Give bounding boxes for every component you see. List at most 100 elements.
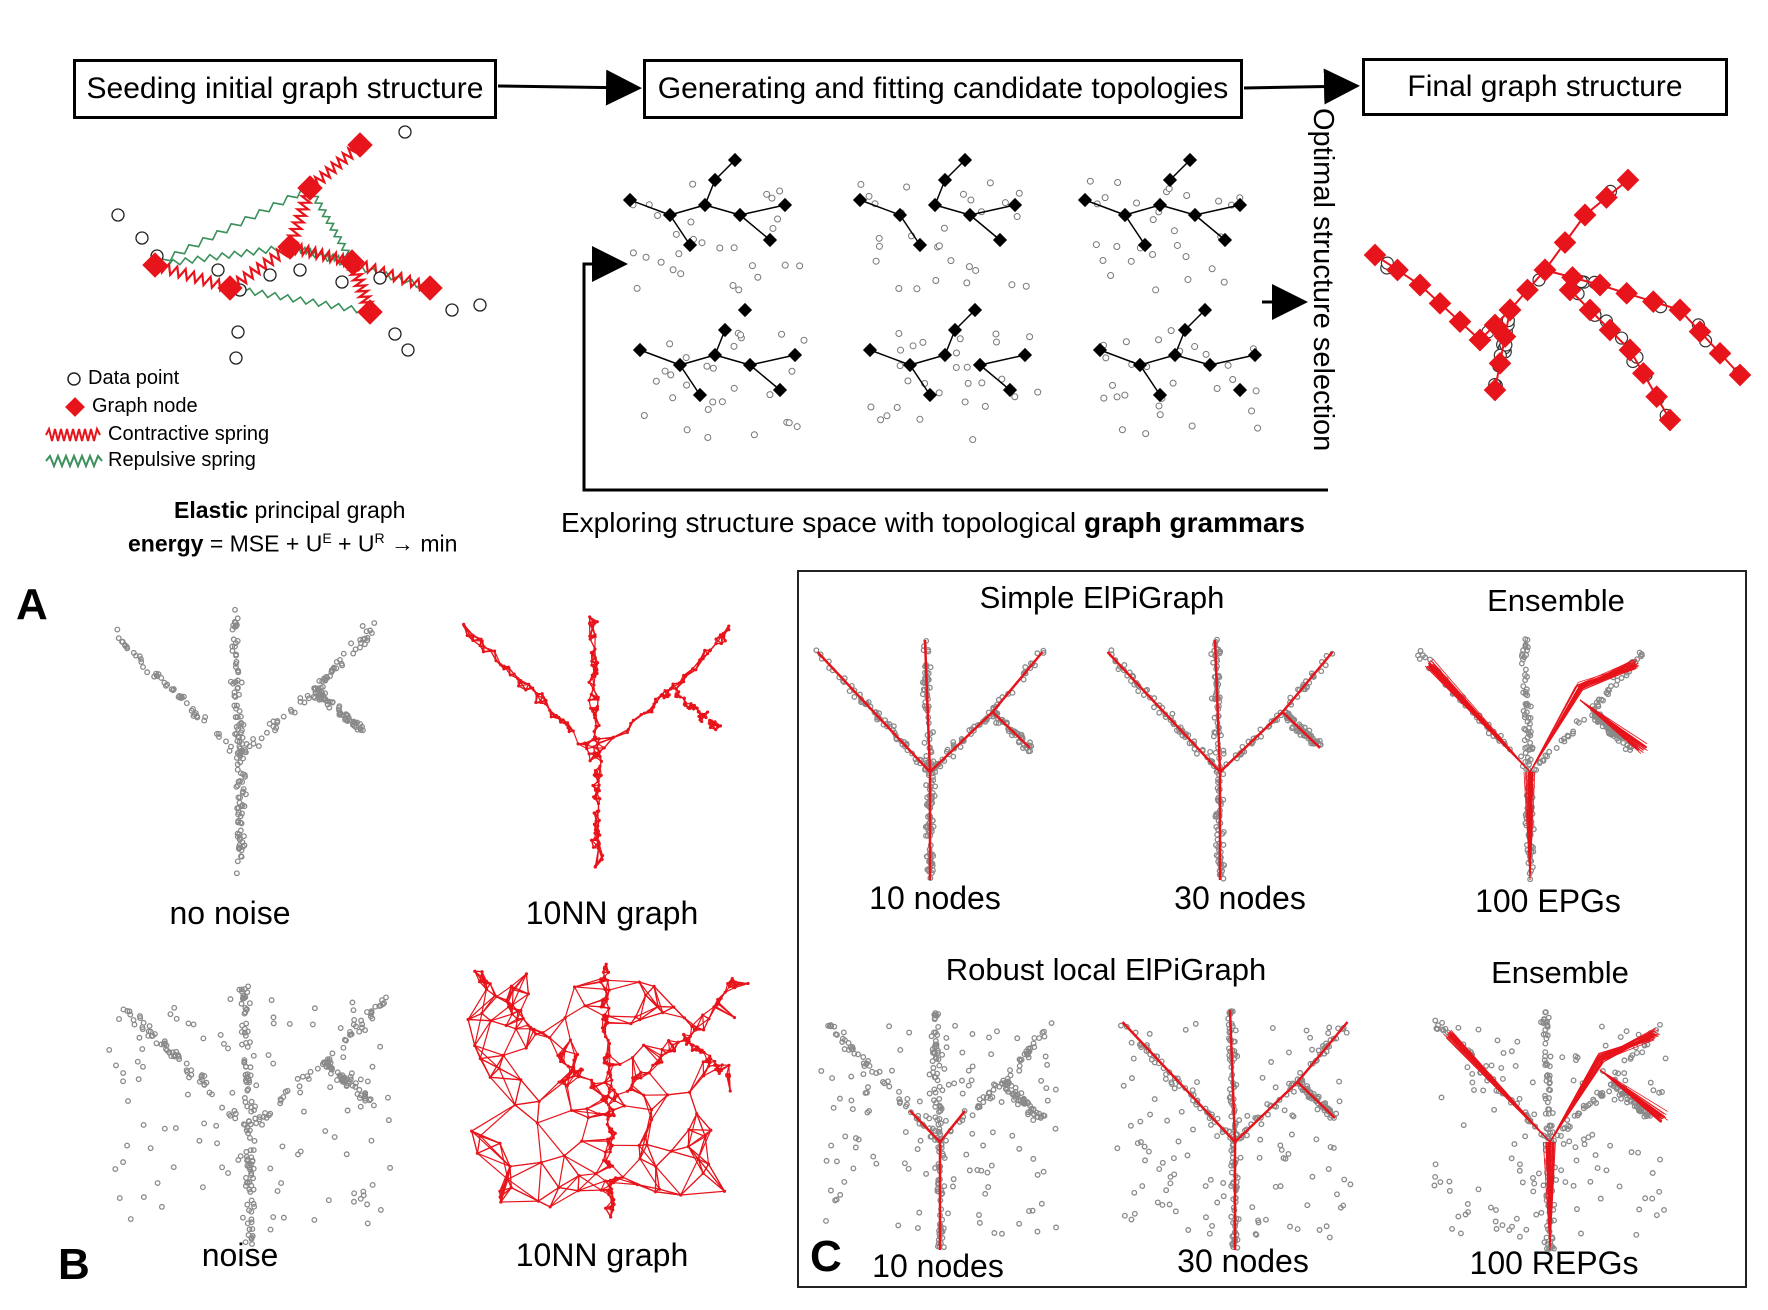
energy-bold-elastic: Elastic	[174, 497, 249, 523]
knn-edge	[549, 1175, 580, 1208]
data-point	[253, 1120, 260, 1127]
data-point	[232, 664, 239, 670]
data-point	[1108, 381, 1116, 389]
graph-edge	[629, 199, 671, 216]
knn-edge	[689, 1061, 704, 1093]
contractive-spring-icon	[45, 425, 101, 441]
data-point	[238, 853, 244, 860]
graph-vertex	[593, 713, 598, 718]
graph-vertex	[703, 648, 707, 652]
data-point	[125, 1098, 131, 1105]
knn-edge	[608, 1015, 632, 1025]
graph-vertex	[518, 680, 523, 684]
knn-edge	[537, 1187, 560, 1202]
knn-edge	[474, 1045, 491, 1078]
data-point	[153, 1040, 160, 1047]
data-point	[228, 743, 234, 750]
graph-vertex	[596, 829, 601, 833]
data-point	[1008, 281, 1016, 289]
knn-edge	[489, 1055, 504, 1078]
data-point	[183, 1060, 190, 1067]
data-point	[1173, 241, 1181, 249]
knn-edge	[604, 1142, 609, 1153]
graph-vertex	[674, 692, 678, 696]
arrow-step2-step3	[1243, 68, 1360, 105]
energy-sup-r: R	[374, 530, 385, 546]
knn-edge	[639, 1006, 659, 1021]
graph-node	[417, 275, 443, 301]
knn-edge	[600, 1180, 606, 1191]
knn-edge	[695, 658, 704, 671]
graph-edge	[899, 214, 921, 246]
data-point	[119, 638, 125, 645]
data-point	[270, 1214, 277, 1221]
knn-edge	[639, 981, 655, 987]
graph-node	[902, 357, 918, 373]
knn-edge	[631, 1084, 645, 1096]
graph-vertex	[568, 726, 572, 730]
data-point	[236, 844, 242, 851]
knn-edge	[689, 1092, 698, 1114]
data-point	[148, 1033, 155, 1039]
knn-edge	[525, 1027, 532, 1049]
data-point	[364, 1220, 371, 1227]
knn-edge	[500, 1179, 509, 1203]
graph-vertex	[648, 710, 652, 714]
data-point	[238, 803, 245, 810]
graph-grammars-prefix: Exploring structure space with topologic…	[561, 507, 1084, 538]
data-point	[140, 1063, 146, 1070]
data-point	[1113, 243, 1121, 251]
graph-node	[922, 387, 938, 403]
data-point	[640, 411, 648, 419]
knn-edge	[646, 1144, 672, 1152]
graph-vertex	[608, 1178, 613, 1182]
graph-node	[892, 207, 908, 223]
data-point	[358, 1017, 365, 1024]
knn-edge	[574, 986, 605, 990]
knn-edge	[639, 1012, 663, 1021]
graph-vertex	[691, 667, 695, 671]
knn-edge	[638, 1135, 647, 1146]
knn-edge	[537, 1109, 572, 1124]
graph-vertex	[596, 695, 600, 700]
data-point	[229, 647, 236, 654]
knn-edge	[655, 1166, 682, 1196]
data-point	[357, 1195, 364, 1202]
graph-node	[1017, 347, 1033, 363]
graph-node	[1688, 320, 1712, 343]
data-point	[661, 367, 669, 375]
graph-edge	[1139, 354, 1176, 366]
data-point	[398, 125, 412, 139]
knn-edge	[506, 973, 527, 1001]
graph-edge	[1194, 214, 1226, 241]
knn-edge	[661, 1040, 670, 1050]
knn-edge	[609, 1055, 621, 1065]
graph-node	[1162, 172, 1178, 188]
knn-edge	[498, 1067, 522, 1081]
data-point	[238, 729, 245, 736]
data-point	[243, 741, 250, 747]
knn-edge	[685, 669, 697, 677]
graph-vertex	[561, 718, 565, 722]
data-point	[246, 1226, 253, 1233]
no-noise-scatter	[114, 606, 378, 877]
data-point	[242, 749, 249, 756]
knn-edge	[595, 1166, 610, 1175]
data-point	[246, 1162, 252, 1169]
graph-vertex	[606, 970, 611, 974]
knn-edge	[476, 1135, 481, 1154]
data-point	[188, 1067, 195, 1074]
data-point	[1114, 179, 1122, 187]
data-point	[268, 997, 275, 1004]
data-point	[296, 1083, 303, 1090]
data-point	[334, 1069, 341, 1076]
graph-vertex	[589, 692, 593, 696]
graph-vertex	[596, 824, 600, 828]
graph-vertex	[596, 779, 600, 783]
graph-node	[1217, 232, 1233, 248]
graph-vertex	[727, 627, 731, 632]
knn-edge	[577, 1180, 606, 1192]
graph-vertex	[506, 665, 510, 669]
graph-vertex	[598, 764, 602, 768]
